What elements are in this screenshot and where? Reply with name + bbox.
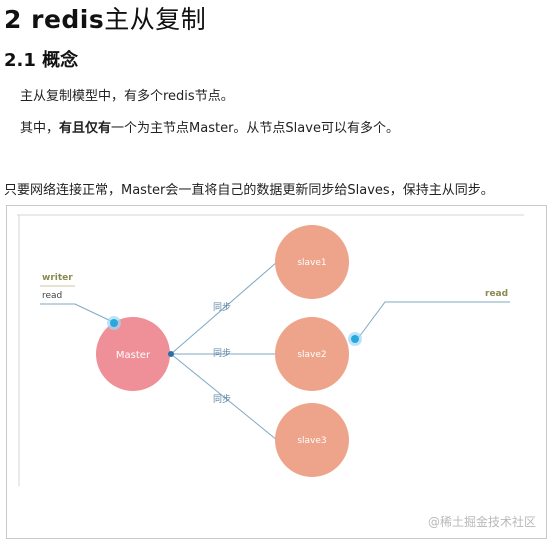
paragraph-2-prefix: 其中， [20,121,60,136]
master-label: Master [116,350,151,361]
read-left-leader [40,303,114,323]
page-title: 2 redis主从复制 [4,0,206,36]
title-text: 主从复制 [104,5,207,34]
read-right-leader [358,301,510,338]
replication-diagram: writer read 同步 同步 同步 Master slave1 slave… [6,205,547,539]
master-anchor-dot [168,351,174,357]
slave1-label: slave1 [297,258,326,268]
title-keyword: redis [31,5,105,34]
paragraph-1: 主从复制模型中，有多个redis节点。 [20,89,234,104]
title-number: 2 [4,5,22,34]
slave3-label: slave3 [297,436,326,446]
slave2-label: slave2 [297,350,326,360]
watermark: @稀土掘金技术社区 [427,515,536,529]
slave2-node [275,317,349,391]
read-right-dot [351,335,359,343]
section-title: 2.1 概念 [4,50,79,71]
slave3-node [275,403,349,477]
paragraph-3: 只要网络连接正常，Master会一直将自己的数据更新同步给Slaves，保持主从… [4,183,494,198]
writer-label: writer [42,273,73,283]
sync-label-3: 同步 [213,394,231,405]
read-left-dot [110,319,118,327]
read-right-label: read [485,289,508,299]
paragraph-2-bold: 有且仅有 [59,121,112,136]
connector-slave3 [170,353,278,441]
slave1-node [275,225,349,299]
read-left-label: read [42,291,62,301]
paragraph-2: 其中，有且仅有一个为主节点Master。从节点Slave可以有多个。 [20,117,399,136]
master-node [96,317,170,391]
paragraph-2-suffix: 一个为主节点Master。从节点Slave可以有多个。 [111,121,399,136]
diagram-svg: writer read 同步 同步 同步 Master slave1 slave… [17,214,524,486]
connector-slave1 [170,261,278,355]
sync-label-1: 同步 [213,302,231,313]
sync-label-2: 同步 [213,348,231,359]
